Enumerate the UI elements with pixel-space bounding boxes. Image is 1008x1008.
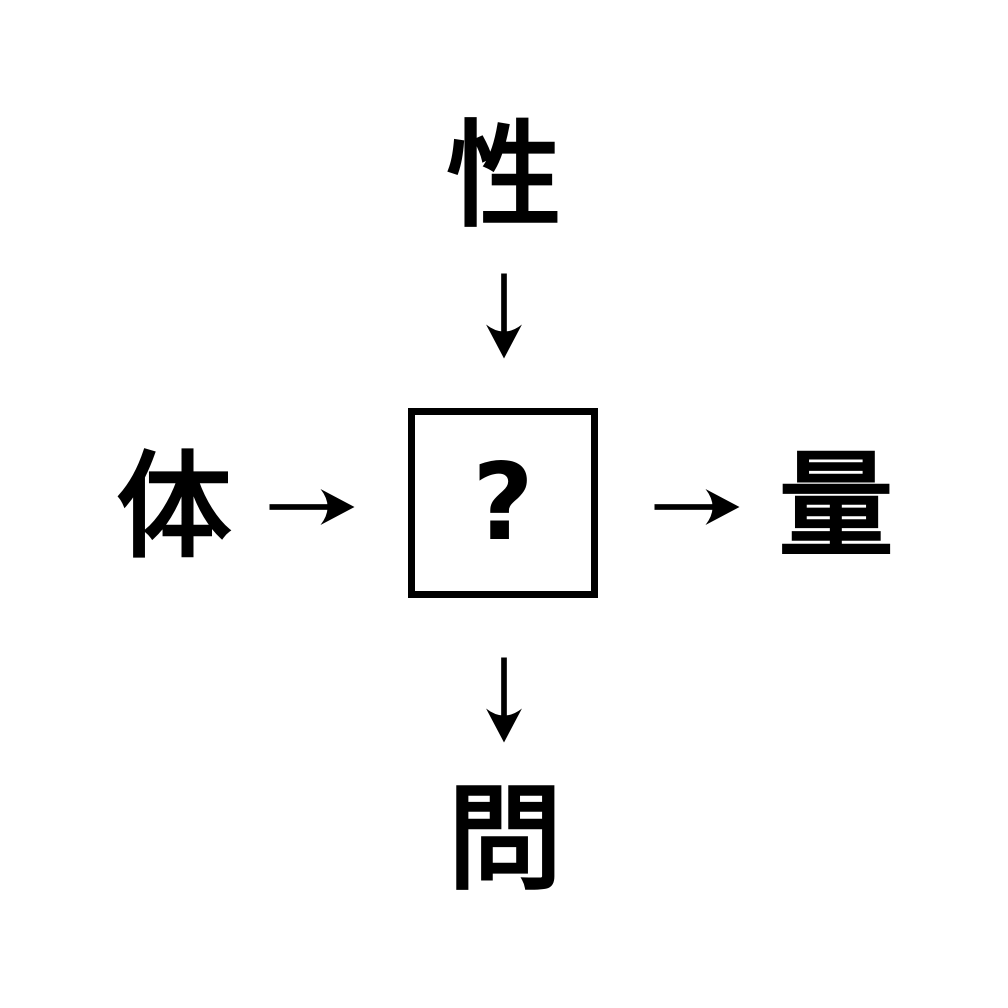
answer-box: ?: [408, 408, 598, 598]
kanji-bottom: 問: [447, 772, 563, 907]
kanji-left: 体: [116, 440, 232, 575]
kanji-top: 性: [446, 109, 562, 244]
kanji-right: 量: [778, 439, 894, 574]
arrow-down-icon: [486, 657, 522, 743]
arrow-right-icon: [269, 489, 355, 525]
question-mark: ?: [472, 441, 534, 564]
arrow-down-icon: [486, 273, 522, 359]
arrow-right-icon: [654, 489, 740, 525]
